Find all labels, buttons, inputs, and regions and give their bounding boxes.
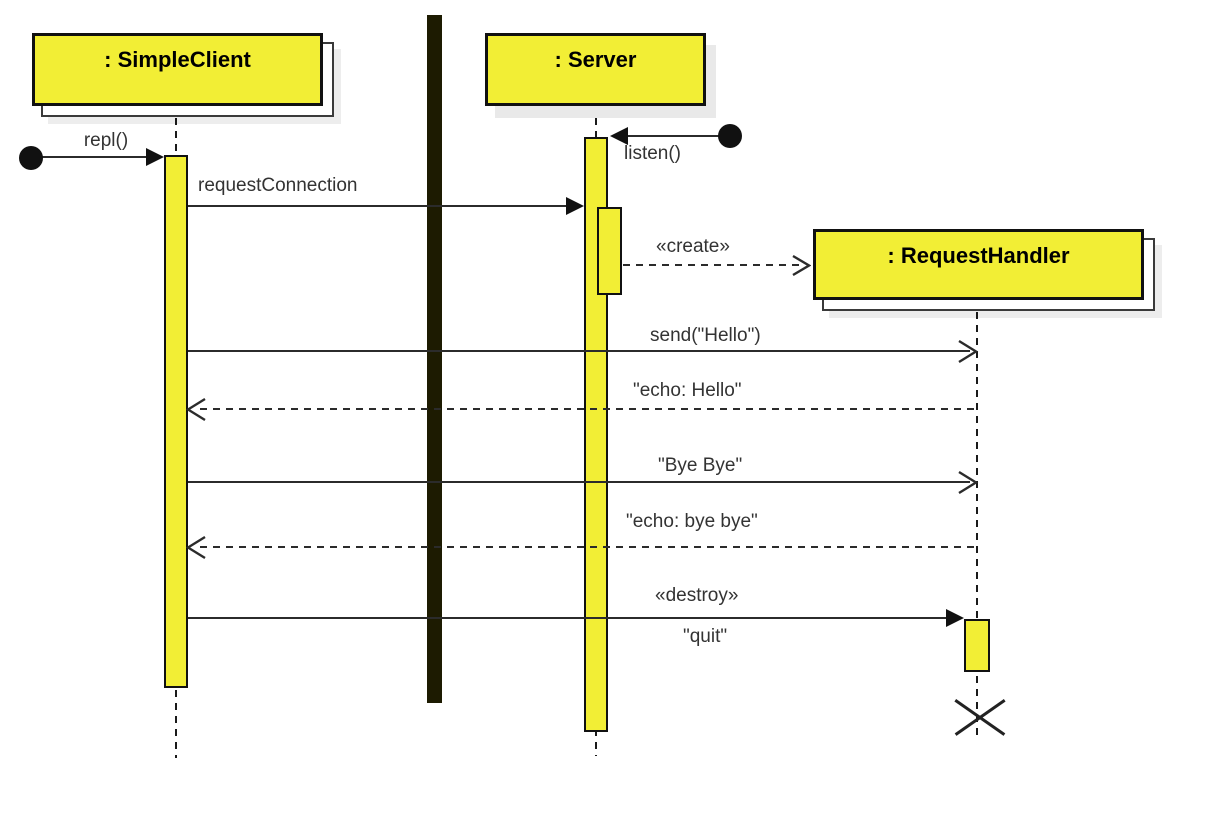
message-line-repl (31, 156, 148, 158)
message-label-echo-bye-bye: "echo: bye bye" (626, 511, 758, 532)
object-label-server: : Server (554, 47, 637, 72)
arrowhead-filled-left-listen-icon (610, 127, 628, 145)
message-label-listen: listen() (624, 143, 682, 164)
object-box-simpleclient: : SimpleClient (32, 33, 323, 106)
message-line-echo-hello (200, 408, 977, 410)
message-line-echo-bye-bye (200, 546, 977, 548)
arrowhead-open-left-echo-hello-icon (186, 397, 206, 422)
message-label-send-hello: send("Hello") (650, 325, 761, 346)
message-label-destroy: «destroy» (655, 585, 739, 606)
activation-bar-simpleclient (164, 155, 188, 688)
message-label-repl: repl() (83, 130, 129, 151)
arrowhead-open-right-send-hello-icon (958, 339, 979, 364)
message-label-bye-bye: "Bye Bye" (658, 455, 743, 476)
arrowhead-open-right-create-icon (792, 254, 811, 277)
message-line-create (623, 264, 803, 266)
message-line-send-hello (188, 350, 970, 352)
message-label-create: «create» (656, 236, 730, 257)
arrowhead-open-left-echo-bye-bye-icon (186, 535, 206, 560)
message-label-requestconnection: requestConnection (198, 175, 358, 196)
found-message-circle-listen (718, 124, 742, 148)
message-line-bye-bye (188, 481, 970, 483)
arrowhead-filled-right-requestconnection-icon (566, 197, 584, 215)
arrowhead-open-right-bye-bye-icon (958, 470, 979, 495)
message-label-quit: "quit" (683, 626, 728, 647)
partition-bar (427, 15, 442, 703)
message-label-echo-hello: "echo: Hello" (633, 380, 742, 401)
activation-bar-requesthandler (964, 619, 990, 672)
object-box-requesthandler: : RequestHandler (813, 229, 1144, 300)
message-line-listen (626, 135, 722, 137)
activation-bar-server-nested (597, 207, 622, 295)
destroy-cross-icon (950, 696, 1010, 738)
arrowhead-filled-right-destroy-icon (946, 609, 964, 627)
object-label-simpleclient: : SimpleClient (104, 47, 251, 72)
message-line-destroy (188, 617, 948, 619)
arrowhead-filled-right-repl-icon (146, 148, 164, 166)
message-line-requestconnection (188, 205, 568, 207)
object-label-requesthandler: : RequestHandler (887, 243, 1070, 268)
object-box-server: : Server (485, 33, 706, 106)
found-message-circle-repl (19, 146, 43, 170)
lifeline-requesthandler (976, 299, 978, 737)
